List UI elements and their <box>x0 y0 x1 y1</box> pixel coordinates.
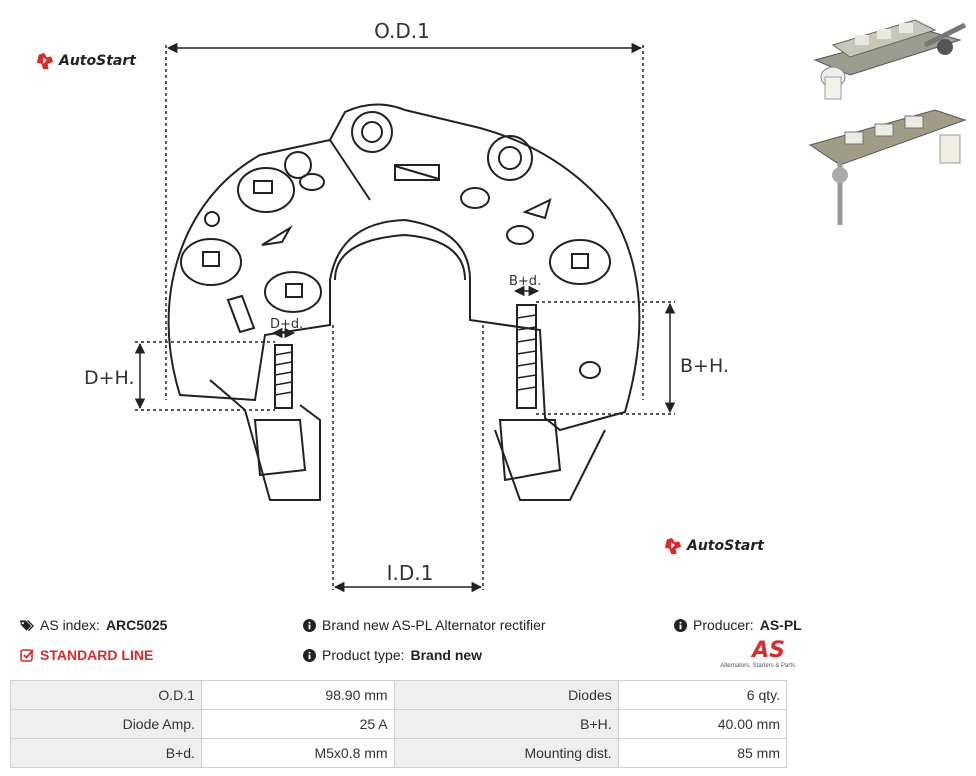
stud-threads <box>274 314 537 396</box>
rectifier-outline <box>167 103 641 501</box>
info-circle-icon <box>302 648 316 662</box>
specs-table: O.D.1 98.90 mm Diodes 6 qty. Diode Amp. … <box>10 680 788 768</box>
bh-label: B+H. <box>680 355 729 377</box>
producer-label: Producer: <box>693 617 754 633</box>
tags-icon <box>20 618 34 632</box>
check-square-icon <box>20 648 34 662</box>
spec-label: Diode Amp. <box>10 709 202 739</box>
producer-value: AS-PL <box>759 617 802 633</box>
autostart-logo-top: AutoStart <box>36 52 136 70</box>
spec-value: 6 qty. <box>617 680 788 710</box>
info-circle-icon <box>673 618 687 632</box>
as-index-value: ARC5025 <box>105 617 168 633</box>
spec-value: 25 A <box>200 709 395 739</box>
table-row: O.D.1 98.90 mm Diodes 6 qty. <box>10 680 788 710</box>
spec-label: Diodes <box>393 680 619 710</box>
autostart-mark-icon <box>664 537 682 555</box>
brand-name: AutoStart <box>59 53 136 69</box>
spec-label: B+H. <box>393 709 619 739</box>
autostart-logo-bottom: AutoStart <box>664 537 764 555</box>
dh-label: D+H. <box>84 367 135 389</box>
as-logo-tagline: Alternators, Starters & Parts <box>720 663 795 669</box>
id-label: I.D.1 <box>387 561 434 585</box>
producer: Producer: AS-PL <box>673 617 802 633</box>
product-description: Brand new AS-PL Alternator rectifier <box>302 617 546 633</box>
standard-line-badge: STANDARD LINE <box>20 647 153 663</box>
bd-label: B+d. <box>509 274 541 289</box>
product-photo-bottom <box>808 109 967 225</box>
brand-name: AutoStart <box>687 538 764 554</box>
dd-label: D+d. <box>270 317 303 332</box>
description-text: Brand new AS-PL Alternator rectifier <box>322 617 546 633</box>
as-logo-text: AS <box>752 638 785 663</box>
dimension-guides <box>135 45 675 590</box>
spec-value: M5x0.8 mm <box>200 738 395 768</box>
as-index: AS index: ARC5025 <box>20 617 167 633</box>
dimension-labels: O.D.1 I.D.1 D+H. B+H. D+d. B+d. <box>84 19 729 585</box>
as-index-label: AS index: <box>40 617 100 633</box>
product-photo-top <box>813 19 967 100</box>
info-circle-icon <box>302 618 316 632</box>
rectifier-drawing: O.D.1 I.D.1 D+H. B+H. D+d. B+d. <box>84 19 729 593</box>
spec-label: B+d. <box>10 738 202 768</box>
table-row: Diode Amp. 25 A B+H. 40.00 mm <box>10 709 788 739</box>
spec-label: Mounting dist. <box>393 738 619 768</box>
spec-value: 98.90 mm <box>200 680 395 710</box>
dimension-arrows <box>134 42 676 593</box>
product-type-label: Product type: <box>322 647 405 663</box>
autostart-mark-icon <box>36 52 54 70</box>
as-pl-logo: AS Alternators, Starters & Parts <box>715 640 795 672</box>
product-type-value: Brand new <box>410 647 483 663</box>
od-label: O.D.1 <box>374 19 430 43</box>
spec-value: 85 mm <box>617 738 788 768</box>
spec-value: 40.00 mm <box>617 709 788 739</box>
product-type: Product type: Brand new <box>302 647 482 663</box>
standard-line-text: STANDARD LINE <box>40 647 154 663</box>
spec-label: O.D.1 <box>10 680 202 710</box>
table-row: B+d. M5x0.8 mm Mounting dist. 85 mm <box>10 738 788 768</box>
